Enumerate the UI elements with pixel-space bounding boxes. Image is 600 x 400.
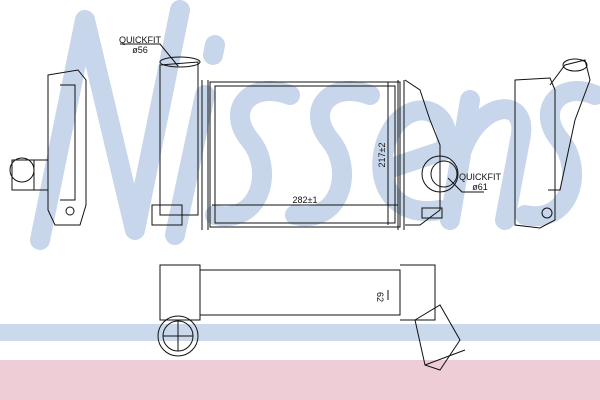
brand-band-pink: [0, 360, 600, 400]
watermark-letter-n: [30, 0, 190, 250]
watermark-letter-i: [165, 35, 225, 245]
side-bracket-right: [514, 58, 591, 229]
side-bracket-left: [9, 69, 87, 226]
outlet-connector-label: QUICKFIT ø61: [458, 172, 502, 192]
outlet-diameter: ø61: [472, 182, 488, 192]
watermark-letter-s2: [285, 81, 380, 227]
watermark-letter-n2: [440, 90, 532, 230]
core-top-view: [157, 264, 466, 371]
inlet-connector-label: QUICKFIT ø56: [118, 35, 162, 55]
watermark-letter-s3: [515, 81, 600, 227]
depth-dimension: 62: [375, 291, 385, 302]
height-dimension: 217±2: [377, 142, 387, 168]
brand-band-blue: [0, 324, 600, 341]
width-dimension: 282±1: [292, 195, 318, 205]
watermark-letter-s1: [205, 81, 300, 227]
core-front: [120, 43, 484, 230]
inlet-type: QUICKFIT: [119, 35, 161, 45]
outlet-type: QUICKFIT: [459, 172, 501, 182]
inlet-diameter: ø56: [132, 45, 148, 55]
